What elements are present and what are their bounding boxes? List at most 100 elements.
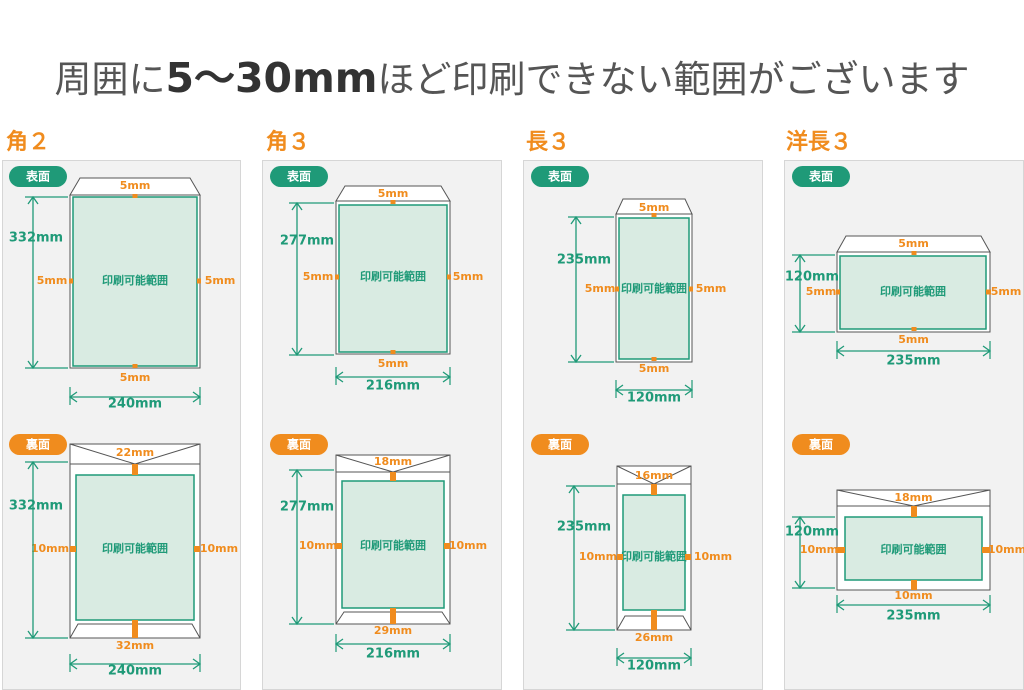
kaku2-back-left-margin-label: 10mm — [31, 542, 69, 555]
naga3-back-height-label: 235mm — [557, 520, 611, 535]
kaku2-front-bottom-margin-label: 5mm — [120, 371, 151, 384]
kaku2-back-badge — [9, 434, 67, 455]
naga3-back-badge — [531, 434, 589, 455]
kaku3-back-badge-label: 裏面 — [286, 437, 311, 452]
kaku3-front-printable-area — [338, 204, 448, 353]
younaga3-back-bottom-margin-marker — [911, 580, 917, 590]
kaku3-back-width-label: 216mm — [366, 647, 420, 662]
kaku2-front-left-margin-label: 5mm — [37, 274, 68, 287]
naga3-back-left-margin-label: 10mm — [579, 550, 617, 563]
kaku3-front-left-margin-label: 5mm — [303, 270, 334, 283]
kaku2-front-top-margin-marker — [132, 194, 138, 198]
younaga3-back-left-margin-marker — [837, 547, 845, 553]
kaku2-back-right-margin-marker — [194, 546, 200, 552]
younaga3-back-bottom-margin-label: 10mm — [894, 589, 932, 602]
kaku3-front-height-label: 277mm — [280, 234, 334, 249]
kaku3-back-right-margin-marker — [444, 543, 450, 549]
title-post: ほど印刷できない範囲がございます — [377, 58, 970, 101]
kaku2-front-right-margin-label: 5mm — [205, 274, 236, 287]
younaga3-back-width-label: 235mm — [886, 609, 940, 624]
younaga3-front-width-label: 235mm — [886, 354, 940, 369]
title-range: 5〜30mm — [165, 54, 378, 102]
younaga3-front-bottom-margin-marker — [911, 327, 917, 331]
kaku3-front-printable-label: 印刷可能範囲 — [360, 269, 426, 283]
kaku2-back-bottom-margin-label: 32mm — [116, 639, 154, 652]
kaku2-back-printable-label: 印刷可能範囲 — [102, 541, 168, 555]
younaga3-front-badge — [792, 166, 850, 187]
column-title-kaku3: 角３ — [266, 130, 311, 155]
kaku3-back-printable-area — [341, 480, 445, 609]
kaku2-back-badge-label: 裏面 — [25, 437, 50, 452]
naga3-front-right-margin-marker — [689, 286, 693, 292]
naga3-front-left-margin-label: 5mm — [585, 282, 616, 295]
younaga3-front-right-margin-marker — [986, 289, 991, 295]
kaku3-back-height-label: 277mm — [280, 500, 334, 515]
younaga3-front-top-margin-label: 5mm — [898, 237, 929, 250]
kaku2-front-height-label: 332mm — [9, 231, 63, 246]
kaku3-front-left-margin-marker — [335, 274, 339, 280]
kaku3-front-badge-label: 表面 — [286, 169, 311, 184]
naga3-front-right-margin-label: 5mm — [696, 282, 727, 295]
kaku2-back-left-margin-marker — [70, 546, 76, 552]
younaga3-front-printable-label: 印刷可能範囲 — [880, 284, 946, 298]
younaga3-front-left-margin-label: 5mm — [806, 285, 837, 298]
naga3-front-top-margin-marker — [651, 213, 657, 217]
younaga3-front-top-margin-marker — [911, 251, 917, 255]
page-title: 周囲に5〜30mmほど印刷できない範囲がございます — [0, 44, 1024, 104]
kaku2-back-bottom-margin-marker — [132, 620, 138, 638]
naga3-front-height-label: 235mm — [557, 253, 611, 268]
kaku3-back-top-margin-marker — [390, 472, 396, 481]
naga3-front-width-label: 120mm — [627, 391, 681, 406]
kaku2-front-badge — [9, 166, 67, 187]
naga3-front-bottom-margin-label: 5mm — [639, 362, 670, 375]
kaku2-front-width-label: 240mm — [108, 397, 162, 412]
naga3-back-badge-label: 裏面 — [547, 437, 572, 452]
kaku2-front-top-margin-label: 5mm — [120, 179, 151, 192]
naga3-back-right-margin-label: 10mm — [694, 550, 732, 563]
kaku3-back-top-margin-label: 18mm — [374, 455, 412, 468]
younaga3-back-badge — [792, 434, 850, 455]
naga3-front-left-margin-marker — [615, 286, 619, 292]
kaku2-front-badge-label: 表面 — [25, 169, 50, 184]
naga3-back-width-label: 120mm — [627, 659, 681, 674]
younaga3-front-height-label: 120mm — [785, 270, 839, 285]
kaku3-back-badge — [270, 434, 328, 455]
kaku2-back-top-margin-label: 22mm — [116, 446, 154, 459]
younaga3-front-bottom-margin-label: 5mm — [898, 333, 929, 346]
younaga3-back-height-label: 120mm — [785, 525, 839, 540]
naga3-back-bottom-margin-label: 26mm — [635, 631, 673, 644]
title-pre: 周囲に — [54, 58, 166, 101]
kaku3-front-bottom-margin-marker — [390, 350, 396, 354]
younaga3-front-left-margin-marker — [836, 289, 840, 295]
kaku2-front-bottom-margin-marker — [132, 364, 138, 368]
younaga3-back-right-margin-marker — [982, 547, 990, 553]
younaga3-back-left-margin-label: 10mm — [800, 543, 838, 556]
kaku3-back-right-margin-label: 10mm — [449, 539, 487, 552]
kaku3-back-left-margin-label: 10mm — [299, 539, 337, 552]
naga3-back-right-margin-marker — [685, 554, 691, 560]
column-title-kaku2: 角２ — [6, 130, 51, 155]
naga3-front-top-margin-label: 5mm — [639, 201, 670, 214]
kaku3-front-top-margin-marker — [390, 200, 396, 204]
naga3-front-printable-area — [618, 217, 690, 360]
kaku2-front-left-margin-marker — [69, 278, 73, 284]
naga3-front-printable-label: 印刷可能範囲 — [621, 281, 687, 295]
younaga3-back-top-margin-marker — [911, 506, 917, 517]
younaga3-back-right-margin-label: 10mm — [988, 543, 1024, 556]
naga3-front-badge-label: 表面 — [547, 169, 572, 184]
kaku3-front-width-label: 216mm — [366, 379, 420, 394]
younaga3-back-printable-label: 印刷可能範囲 — [881, 542, 947, 556]
kaku3-front-right-margin-marker — [447, 274, 451, 280]
naga3-front-bottom-margin-marker — [651, 357, 657, 361]
column-title-naga3: 長３ — [526, 130, 571, 155]
kaku2-back-top-margin-marker — [132, 464, 138, 475]
kaku3-back-printable-label: 印刷可能範囲 — [360, 538, 426, 552]
kaku3-front-bottom-margin-label: 5mm — [378, 357, 409, 370]
kaku3-back-left-margin-marker — [336, 543, 342, 549]
naga3-back-printable-label: 印刷可能範囲 — [621, 549, 687, 563]
kaku3-front-badge — [270, 166, 328, 187]
kaku3-back-bottom-margin-label: 29mm — [374, 624, 412, 637]
younaga3-front-right-margin-label: 5mm — [991, 285, 1022, 298]
naga3-back-bottom-margin-marker — [651, 610, 657, 630]
